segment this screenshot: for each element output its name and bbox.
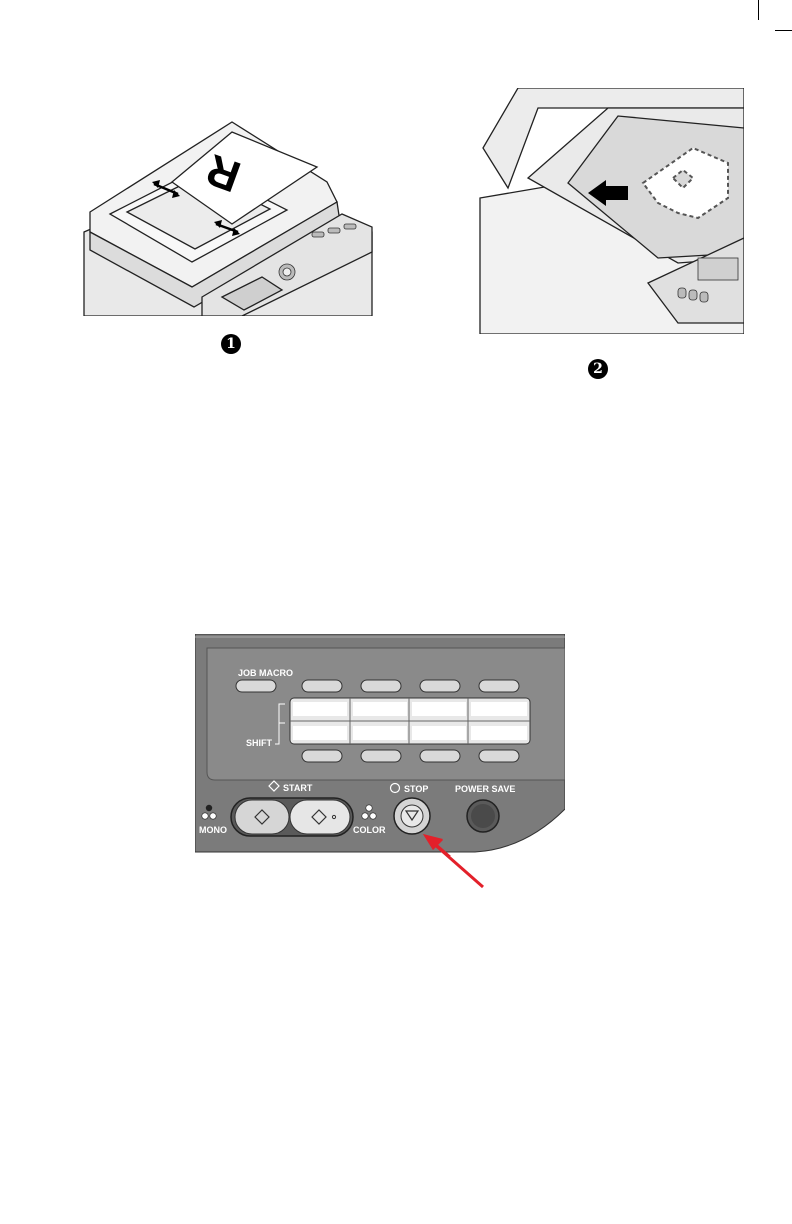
printer-glass-drawing	[478, 88, 744, 334]
printer-adf-drawing: R	[82, 112, 382, 316]
red-arrow-tail	[195, 634, 495, 894]
crop-mark-top	[758, 0, 759, 20]
adf-loading-illustration: R	[82, 112, 382, 316]
crop-mark-right	[775, 30, 792, 31]
glass-placement-illustration	[478, 88, 744, 334]
figure-number-1: 1	[221, 334, 241, 354]
figure-number-2: 2	[588, 359, 608, 379]
